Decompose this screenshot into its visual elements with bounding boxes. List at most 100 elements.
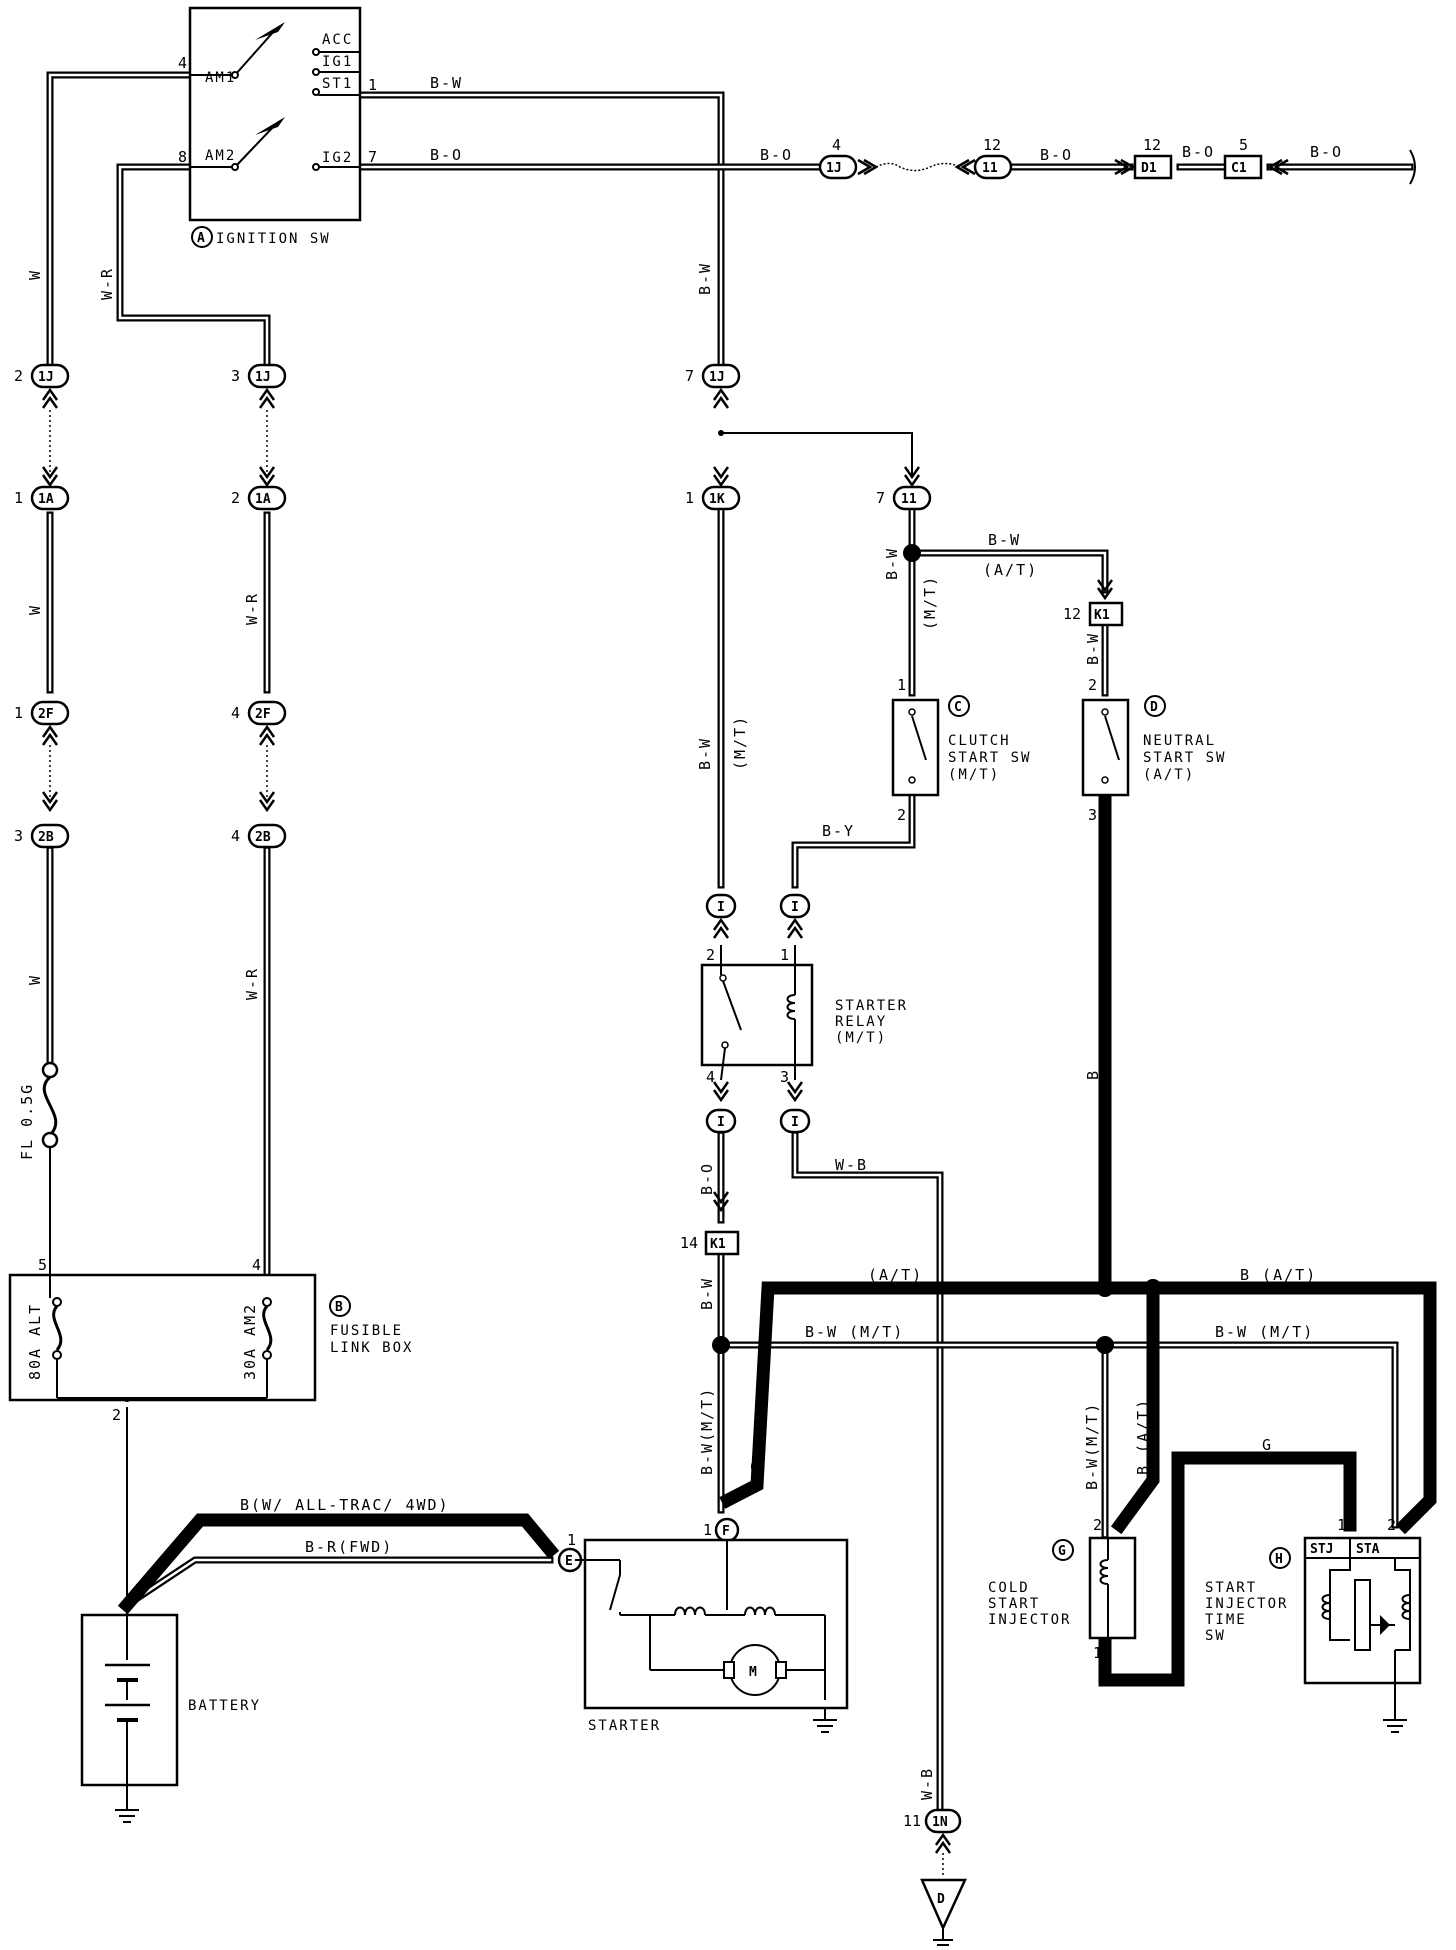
wire-label: B(W/ ALL-TRAC/ 4WD) (240, 1496, 450, 1514)
ignition-switch: AM1 AM2 ACC IG1 ST1 IG2 4 8 1 7 A IGNITI… (178, 6, 377, 248)
wire-label: B-W(M/T) (1083, 1402, 1101, 1490)
start-injector-time-switch-label: TIME (1205, 1612, 1247, 1628)
st1-terminal: ST1 (322, 76, 353, 92)
pin: 12 (983, 136, 1001, 154)
cold-start-injector-label: START (988, 1596, 1040, 1612)
connector-1j: 1J (709, 370, 725, 385)
wire-label: B-W (698, 1277, 716, 1310)
pin: 1 (14, 704, 23, 722)
fusible-link-fl: FL 0.5G (18, 1061, 59, 1265)
connector-11: 11 (982, 161, 998, 176)
wire-label: W-R (243, 592, 261, 625)
alt-fuse-label: 80A ALT (26, 1303, 44, 1380)
wire-label: B-W (430, 74, 463, 92)
component-letter: H (1275, 1552, 1283, 1567)
neutral-start-switch: 2 3 D NEUTRAL START SW (A/T) (1081, 676, 1226, 824)
wire-label: W-B (835, 1156, 868, 1174)
pin: 7 (368, 148, 377, 166)
wire-label: B-O (698, 1162, 716, 1195)
pin: 8 (178, 148, 187, 166)
wire-label: B-O (430, 146, 463, 164)
connector-1a: 1A (38, 492, 54, 507)
connector-i: I (717, 1115, 725, 1130)
ignition-switch-label: IGNITION SW (216, 231, 331, 247)
sta-terminal: STA (1356, 1542, 1380, 1557)
pin: 3 (780, 1068, 789, 1086)
pin: 12 (1143, 136, 1161, 154)
starter-relay: 2 1 4 3 STARTER RELAY (M/T) (700, 945, 906, 1086)
pin: 11 (903, 1812, 921, 1830)
wire-label: B-W (M/T) (805, 1323, 904, 1341)
connector-2f: 2F (255, 707, 271, 722)
starter-relay-label: (M/T) (835, 1030, 887, 1046)
connectors: 1J 4 11 12 D1 12 C1 5 1J 2 1J 3 1J 7 (14, 136, 1416, 1878)
wire-labels: B-W B-O B-O B-O B-O B-O W W-R B-W W W-R … (26, 74, 1341, 1800)
pin: 1 (1337, 1516, 1346, 1534)
pin: 2 (706, 946, 715, 964)
clutch-start-switch: 1 2 C CLUTCH START SW (M/T) (891, 676, 1031, 824)
wire-label: B-W (883, 547, 901, 580)
pin: 7 (685, 367, 694, 385)
wire-label: B-Y (822, 822, 855, 840)
wire-label: B-W (696, 737, 714, 770)
wire-label: B (748, 1459, 766, 1470)
pin: 5 (38, 1256, 47, 1274)
connector-c1: C1 (1231, 161, 1247, 176)
starter-label: STARTER (588, 1718, 661, 1734)
pin: 2 (1387, 1516, 1396, 1534)
am2-fuse-label: 30A AM2 (241, 1303, 259, 1380)
wire-label: G (1262, 1436, 1273, 1454)
stj-terminal: STJ (1310, 1542, 1333, 1557)
wire-label: B-W (696, 262, 714, 295)
starter: M STARTER (575, 1538, 849, 1734)
pin: 2 (14, 367, 23, 385)
component-letter: G (1058, 1544, 1066, 1559)
wire-label: (A/T) (868, 1266, 923, 1284)
clutch-start-switch-label: CLUTCH (948, 733, 1011, 749)
connector-1a: 1A (255, 492, 271, 507)
clutch-start-switch-label: START SW (948, 750, 1031, 766)
starter-relay-label: RELAY (835, 1014, 887, 1030)
pin: 4 (231, 827, 240, 845)
neutral-start-switch-label: START SW (1143, 750, 1226, 766)
wire-label: W-R (98, 267, 116, 300)
wire-label: W (26, 974, 44, 985)
pin: 7 (876, 489, 885, 507)
battery-label: BATTERY (188, 1698, 261, 1714)
pin: 3 (14, 827, 23, 845)
battery: BATTERY (80, 1605, 261, 1823)
wire-label: (A/T) (983, 561, 1038, 579)
ig2-terminal: IG2 (322, 150, 353, 166)
pin: 3 (1088, 806, 1097, 824)
component-letter: B (335, 1300, 343, 1315)
connector-2b: 2B (38, 830, 54, 845)
pin: 1 (703, 1521, 712, 1539)
pin: 3 (231, 367, 240, 385)
connector-2b: 2B (255, 830, 271, 845)
wire-label: B-O (1040, 146, 1073, 164)
pin: 12 (1063, 605, 1081, 623)
fusible-link-box-label: LINK BOX (330, 1340, 413, 1356)
neutral-start-switch-label: NEUTRAL (1143, 733, 1216, 749)
connector-f: F (722, 1524, 730, 1539)
connector-1k: 1K (709, 492, 725, 507)
clutch-start-switch-label: (M/T) (948, 767, 1000, 783)
pin: 1 (1093, 1644, 1102, 1662)
ig1-terminal: IG1 (322, 54, 353, 70)
ground-reference-d: D (920, 1878, 967, 1946)
pin: 1 (14, 489, 23, 507)
connector-2f: 2F (38, 707, 54, 722)
pin: 1 (685, 489, 694, 507)
fusible-link-label: FL 0.5G (18, 1083, 36, 1160)
pin: 2 (1093, 1516, 1102, 1534)
connector-i: I (791, 900, 799, 915)
pin: 5 (1239, 136, 1248, 154)
pin: 2 (231, 489, 240, 507)
connector-i: I (717, 900, 725, 915)
start-injector-time-switch-label: SW (1205, 1628, 1226, 1644)
wire-label: W (26, 604, 44, 615)
pin: 2 (112, 1406, 121, 1424)
wire-label: B-O (760, 146, 793, 164)
wire-label: B-R(FWD) (305, 1538, 393, 1556)
connector-d1: D1 (1141, 161, 1157, 176)
